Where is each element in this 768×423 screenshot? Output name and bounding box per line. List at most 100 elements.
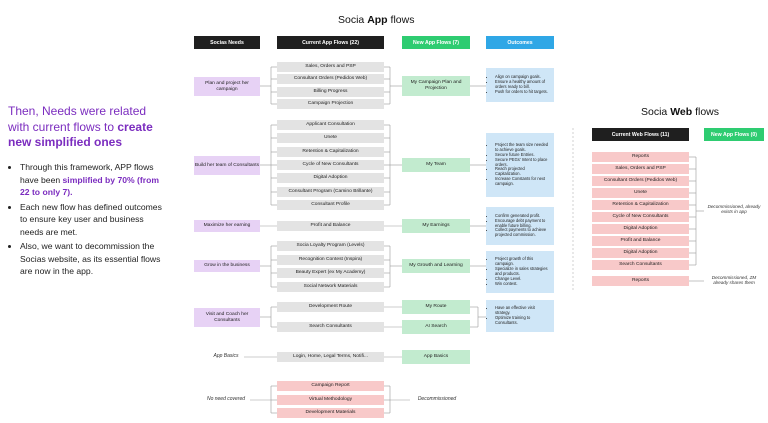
web-flow-item: Reports [592,276,689,286]
web-flow-item: Retention & Capitalization [592,200,689,210]
intro-lead-text: Then, Needs were related with current fl… [8,104,147,134]
outcome-item: Push for orders to hit targets. [495,89,551,95]
outcome-list: Project the team size needed to achieve … [489,142,551,187]
outcome-item: Secure future Entries. [495,152,551,158]
current-flow-item: Search Consultants [277,322,384,332]
web-title-pre: Socia [641,106,671,118]
outcome-item: Reach projected Capitalization. [495,167,551,177]
current-flow-item: Cycle of New Consultants [277,160,384,170]
outcome-team: Project the team size needed to achieve … [486,133,554,197]
new-flow-campaign-plan: My Campaign Plan and Projection [402,76,470,96]
new-flow-app-basics: App Basics [402,350,470,364]
web-note-already-in-app: Decommissioned, already exists in app [707,204,761,214]
need-maximize-earning: Maximize her earning [194,220,260,232]
web-flow-item: Search Consultants [592,260,689,270]
outcome-item: Encourage debt payment to enable future … [495,218,551,229]
outcome-earnings: Confirm generated profit. Encourage debt… [486,207,554,245]
current-flow-item: Recognition Contest (Inspira) [277,255,384,265]
bullet-simplified-text: Through this framework, APP flows have b… [20,162,154,185]
outcome-growth: Project growth of this campaign. Special… [486,251,554,293]
outcome-item: Collect payments to achieve projected co… [495,228,551,238]
new-flow-my-earnings: My Earnings [402,219,470,233]
decommissioned-label: Decommissioned [417,396,457,402]
web-flow-item: Unete [592,188,689,198]
current-flow-item: Billing Progress [277,87,384,97]
need-app-basics: App Basics [213,353,239,359]
web-flow-item: Digital Adoption [592,248,689,258]
need-plan-campaign: Plan and project her campaign [194,77,260,96]
outcome-item: Specialize in sales strategies and produ… [495,266,551,277]
outcome-list: Align on campaign goals. Ensure a health… [489,74,551,95]
bullet-outcomes: Each new flow has defined outcomes to en… [20,201,166,239]
current-flow-item: Applicant Consultation [277,120,384,130]
current-flow-item: Social Network Materials [277,282,384,292]
outcome-item: Have an effective visit strategy. [495,305,551,316]
web-note-zm-shares: Decommissioned, ZM already shares them [711,275,757,285]
current-flow-item: Beauty Expert (ex My Academy) [277,268,384,278]
need-build-team: Build her team of Consultants [194,156,260,175]
outcome-item: Secure PEGs' Intent to place orders. [495,157,551,168]
app-title-post: flows [387,14,415,26]
decommissioned-flow-item: Virtual Methodology [277,395,384,405]
current-flow-item: Sales, Orders and PSP [277,62,384,72]
web-flow-item: Sales, Orders and PSP [592,164,689,174]
header-current-app-flows: Current App Flows (22) [277,36,384,49]
app-title-pre: Socia [338,14,368,26]
decommissioned-flow-item: Development Materials [277,408,384,418]
intro-lead: Then, Needs were related with current fl… [8,104,168,151]
intro-panel: Then, Needs were related with current fl… [8,104,168,151]
outcome-item: Project the team size needed to achieve … [495,142,551,153]
current-flow-item: Development Route [277,302,384,312]
outcome-campaign: Align on campaign goals. Ensure a health… [486,68,554,102]
header-socias-needs: Socias Needs [194,36,260,49]
web-flow-item: Profit and Balance [592,236,689,246]
need-none-covered: No need covered [206,396,246,402]
current-flow-item: Consultant Profile [277,200,384,210]
outcome-list: Have an effective visit strategy. Optimi… [489,305,551,326]
web-flows-title: Socia Web flows [641,106,719,118]
web-flow-item: Consultant Orders (Pedidos Web) [592,176,689,186]
header-web-new-app-flows: New App Flows (0) [704,128,764,141]
new-flow-ai-search: AI Search [402,320,470,334]
app-title-bold: App [367,14,388,26]
outcome-item: Project growth of this campaign. [495,256,551,267]
need-grow-business: Grow in the business [194,260,260,272]
current-flow-item: Campaign Projection [277,99,384,109]
web-title-post: flows [692,106,720,118]
current-flow-item: Profit and Balance [277,221,384,231]
new-flow-growth-learning: My Growth and Learning [402,259,470,273]
outcome-item: Align on campaign goals. [495,74,551,80]
new-flow-my-team: My Team [402,158,470,172]
outcome-item: Increase Constants for next campaign. [495,176,551,187]
current-flow-item: Consultant Orders (Pedidos Web) [277,74,384,84]
outcome-item: Win contest. [495,281,551,287]
web-flow-item: Reports [592,152,689,162]
new-flow-my-route: My Route [402,300,470,314]
current-flow-item: Unete [277,133,384,143]
web-title-bold: Web [670,106,693,118]
need-visit-coach: Visit and Coach her Consultants [194,308,260,327]
header-outcomes: Outcomes [486,36,554,49]
current-flow-item: Digital Adoption [277,173,384,183]
current-flow-item: Socia Loyalty Program (Levels) [277,241,384,251]
decommissioned-flow-item: Campaign Report [277,381,384,391]
outcome-list: Project growth of this campaign. Special… [489,256,551,287]
app-flows-title: Socia App flows [338,14,414,26]
outcome-item: Ensure a healthy amount of orders ready … [495,79,551,90]
outcome-list: Confirm generated profit. Encourage debt… [489,213,551,239]
current-flow-item: Retention & Capitalization [277,147,384,157]
web-flow-item: Cycle of New Consultants [592,212,689,222]
intro-bullets: Through this framework, APP flows have b… [20,161,166,280]
header-new-app-flows: New App Flows (7) [402,36,470,49]
current-flow-item: Consultant Program (Camino Brillante) [277,187,384,197]
bullet-simplified: Through this framework, APP flows have b… [20,161,166,199]
outcome-visit: Have an effective visit strategy. Optimi… [486,300,554,332]
outcome-item: Change Level. [495,276,551,282]
intro-lead-highlight: create new simplified ones [8,119,153,150]
outcome-item: Confirm generated profit. [495,213,551,219]
outcome-item: Optimize training to Consultants. [495,315,551,326]
bullet-simplified-highlight: simplified by 70% (from 22 to only 7). [20,174,159,198]
header-current-web-flows: Current Web Flows (11) [592,128,689,141]
current-flow-item: Login, Home, Legal Terms, Notifi... [277,352,384,362]
